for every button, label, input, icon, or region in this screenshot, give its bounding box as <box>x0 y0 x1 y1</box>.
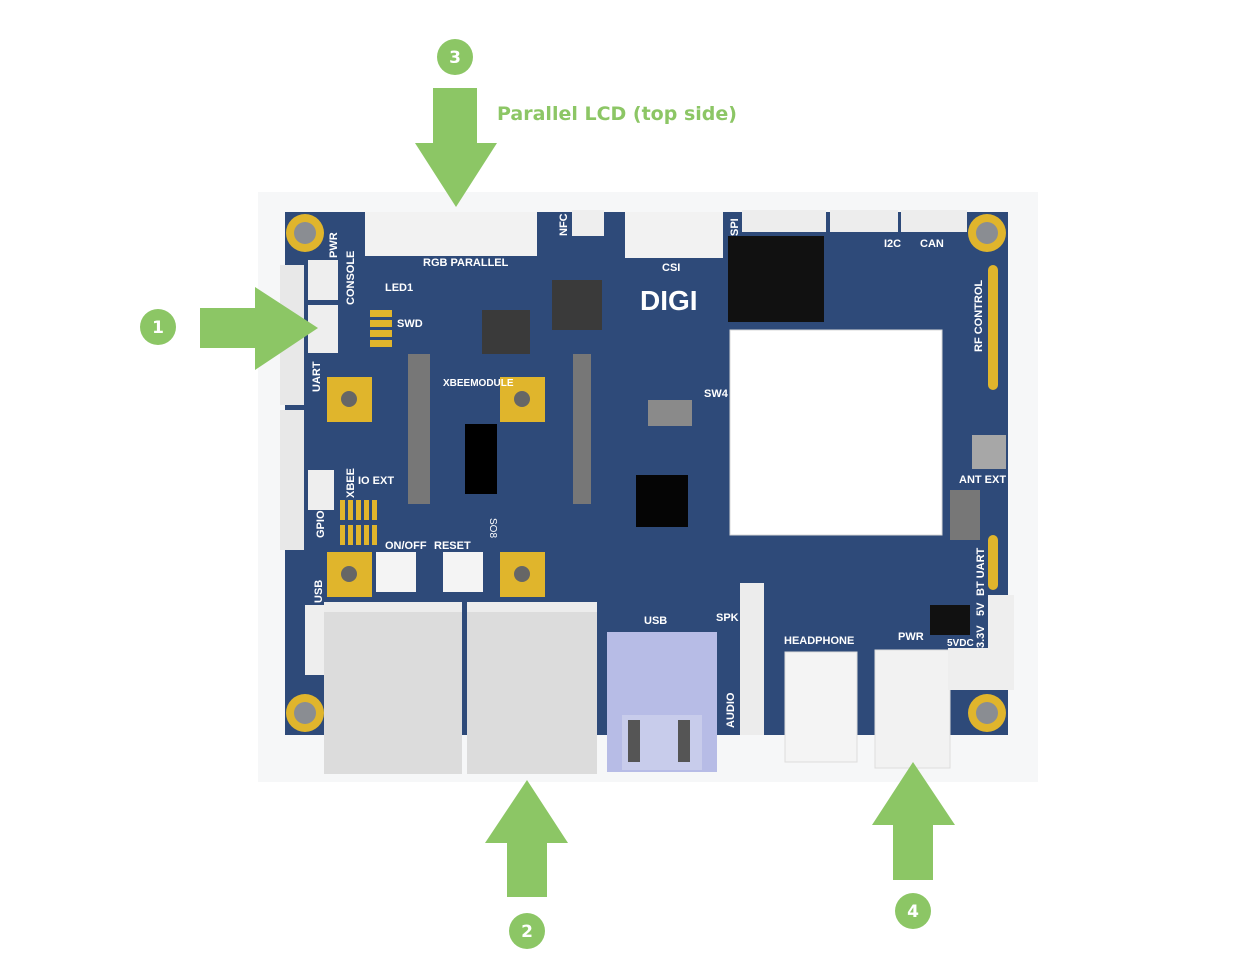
usb-header <box>305 605 325 675</box>
ethernet-jack <box>467 602 597 774</box>
callout-number: 1 <box>152 318 164 338</box>
callout-2: 2 <box>485 780 568 949</box>
callout-4: 4 <box>872 762 955 929</box>
arrow-down-icon <box>415 88 497 207</box>
power-jack <box>874 649 951 769</box>
callout-badge <box>140 309 176 345</box>
on-off-button <box>376 552 416 592</box>
gpio-header <box>280 410 304 550</box>
label-csi: CSI <box>662 262 680 274</box>
label-led1: LED1 <box>385 282 413 294</box>
label-pwr-jack: PWR <box>898 631 924 643</box>
sw4-switch <box>648 400 692 426</box>
label-rf-control: RF CONTROL <box>973 280 985 352</box>
ic-chip <box>552 280 602 330</box>
label-on-off: ON/OFF <box>385 540 427 552</box>
som-module <box>729 329 943 536</box>
ant-ext-connector <box>972 435 1006 469</box>
qfn-chip <box>636 475 688 527</box>
label-usb: USB <box>644 615 667 627</box>
callout-number: 2 <box>521 922 533 942</box>
reset-button <box>443 552 483 592</box>
nfc-connector <box>572 210 604 236</box>
label-gpio: GPIO <box>315 510 327 538</box>
label-io-ext: IO EXT <box>358 475 394 487</box>
callout-3: 3 Parallel LCD (top side) <box>415 39 737 207</box>
label-console: CONSOLE <box>345 251 357 305</box>
mounting-hole <box>286 214 324 252</box>
label-xbee: XBEE <box>345 468 357 498</box>
csi-connector <box>625 212 723 258</box>
callout-badge <box>437 39 473 75</box>
console-connector <box>308 260 338 300</box>
xbee-io-connector <box>308 470 334 510</box>
mounting-hole <box>286 694 324 732</box>
label-nfc: NFC <box>558 213 570 236</box>
label-usb-left: USB <box>313 580 325 603</box>
callout-number: 4 <box>907 902 919 922</box>
label-5vdc: 5VDC <box>947 638 974 649</box>
smd-pads <box>340 265 998 590</box>
label-headphone: HEADPHONE <box>784 635 854 647</box>
callout-label: Parallel LCD (top side) <box>497 103 737 125</box>
xbee-socket-right <box>573 354 591 504</box>
label-reset: RESET <box>434 540 471 552</box>
ic-chip <box>465 424 497 494</box>
label-xbeemodule: XBEEMODULE <box>443 378 514 389</box>
spk-audio-header <box>740 583 764 735</box>
callout-number: 3 <box>449 48 461 68</box>
callout-badge <box>895 893 931 929</box>
label-ant-ext: ANT EXT <box>959 474 1006 486</box>
can-connector <box>901 210 967 232</box>
arrow-up-icon <box>485 780 568 897</box>
label-spk: SPK <box>716 612 739 624</box>
callout-1: 1 <box>140 287 318 370</box>
voltage-headers <box>988 595 1014 690</box>
label-pwr: PWR <box>328 232 340 258</box>
label-sw4: SW4 <box>704 388 729 400</box>
mounting-hole <box>968 214 1006 252</box>
processor-chip <box>728 236 824 322</box>
spi-connector <box>742 210 826 232</box>
label-audio: AUDIO <box>725 692 737 728</box>
label-so8: SO8 <box>487 518 498 538</box>
mounting-hole <box>968 694 1006 732</box>
label-3v3: 3.3V <box>975 625 987 648</box>
callout-badge <box>509 913 545 949</box>
label-uart: UART <box>311 361 323 392</box>
rgb-parallel-connector <box>365 212 537 256</box>
inductors <box>950 490 980 540</box>
ethernet-jack <box>324 602 462 774</box>
digi-logo: DIGI <box>640 285 698 316</box>
label-spi: SPI <box>729 218 741 236</box>
label-bt-uart: BT UART <box>975 547 987 596</box>
usb-port <box>607 632 717 772</box>
5vdc-connector <box>948 648 988 690</box>
xbee-socket-left <box>408 354 430 504</box>
arrow-up-icon <box>872 762 955 880</box>
diode <box>930 605 970 635</box>
label-i2c: I2C <box>884 238 901 250</box>
label-5v: 5V <box>975 602 987 616</box>
ic-chip <box>482 310 530 354</box>
i2c-connector <box>830 210 898 232</box>
headphone-jack <box>784 651 858 763</box>
label-swd: SWD <box>397 318 423 330</box>
label-can: CAN <box>920 238 944 250</box>
pcb-board: DIGI PWR CONSOLE LED1 SWD UART XBEE IO E… <box>280 210 1014 774</box>
arrow-right-icon <box>200 287 318 370</box>
label-rgb-parallel: RGB PARALLEL <box>423 257 509 269</box>
